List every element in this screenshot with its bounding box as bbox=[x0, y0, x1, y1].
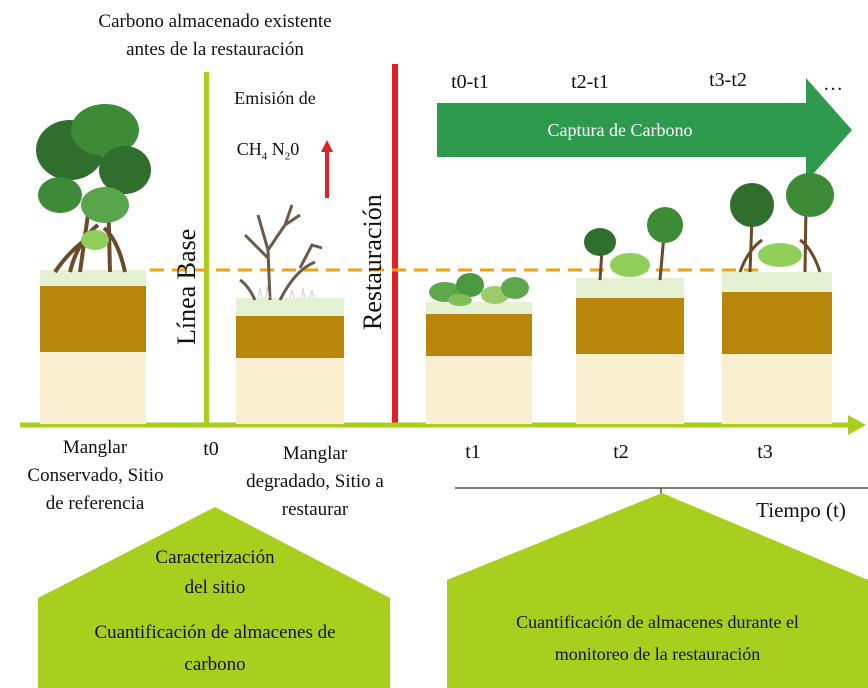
mangrove-tree-reference bbox=[36, 104, 151, 274]
reference-site-line-1: Manglar bbox=[62, 437, 128, 458]
box-characterization bbox=[38, 507, 390, 688]
reference-site-line-3: de referencia bbox=[45, 493, 145, 514]
interval-t2-t1: t2-t1 bbox=[571, 71, 609, 93]
tick-t1: t1 bbox=[465, 441, 481, 463]
box-left-title-2: del sitio bbox=[184, 577, 246, 598]
top-note-line-2: antes de la restauración bbox=[126, 39, 304, 60]
box-right-body-2: monitoreo de la restauración bbox=[554, 644, 761, 664]
degraded-site-line-3: restaurar bbox=[281, 499, 349, 520]
time-axis-label: Tiempo (t) bbox=[756, 498, 846, 522]
top-note-line-1: Carbono almacenado existente bbox=[98, 11, 332, 32]
interval-t3-t2: t3-t2 bbox=[709, 69, 747, 91]
baseline-label: Línea Base bbox=[172, 228, 201, 345]
soil-column-degraded bbox=[236, 298, 344, 424]
tick-t3: t3 bbox=[757, 441, 773, 463]
soil-column-t3 bbox=[722, 272, 832, 424]
box-left-body-1: Cuantificación de almacenes de bbox=[94, 622, 336, 643]
emission-label-1: Emisión de bbox=[234, 88, 316, 108]
interval-ellipsis: … bbox=[823, 73, 843, 95]
tick-t0: t0 bbox=[203, 438, 219, 460]
interval-t0-t1: t0-t1 bbox=[451, 71, 489, 93]
degraded-site-line-1: Manglar bbox=[282, 443, 348, 464]
reference-site-line-2: Conservado, Sitio bbox=[27, 465, 164, 486]
seedlings-t1 bbox=[429, 273, 529, 306]
box-monitoring bbox=[447, 493, 868, 688]
box-left-body-2: carbono bbox=[184, 654, 246, 675]
restoration-label: Restauración bbox=[358, 194, 387, 330]
soil-column-reference bbox=[40, 270, 146, 424]
emission-label-2: CH4 N20 bbox=[236, 139, 300, 163]
baseline-line bbox=[204, 72, 209, 424]
tick-t2: t2 bbox=[613, 441, 629, 463]
capture-label: Captura de Carbono bbox=[547, 120, 693, 140]
dead-tree-degraded bbox=[239, 204, 323, 301]
soil-column-t2 bbox=[576, 278, 684, 424]
degraded-site-line-2: degradado, Sitio a bbox=[246, 471, 384, 492]
restoration-line bbox=[392, 64, 398, 424]
trees-t3 bbox=[730, 173, 834, 273]
young-trees-t2 bbox=[584, 207, 683, 281]
box-right-body-1: Cuantificación de almacenes durante el bbox=[516, 612, 799, 632]
soil-column-t1 bbox=[426, 302, 532, 424]
capture-arrow bbox=[437, 78, 852, 182]
box-left-title-1: Caracterización bbox=[155, 547, 275, 568]
